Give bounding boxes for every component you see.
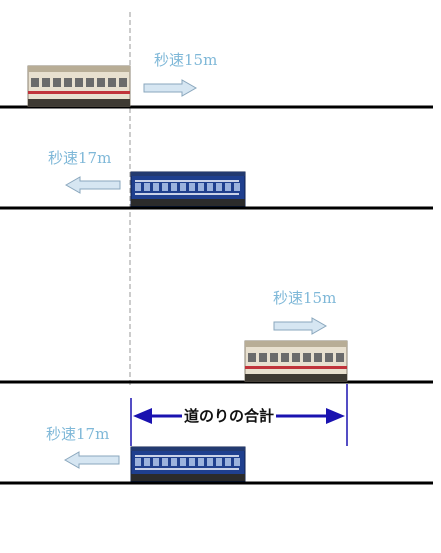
right-arrow-icon — [143, 79, 198, 97]
speed-label: 秒速17m — [48, 149, 112, 167]
right-arrow-icon — [273, 317, 328, 335]
distance-arrowhead-right-icon — [326, 408, 345, 424]
speed-label: 秒速15m — [273, 289, 337, 307]
train-cream-top — [27, 65, 131, 107]
distance-label: 道のりの合計 — [182, 407, 277, 425]
left-arrow-icon — [64, 176, 121, 194]
train-cream-bottom — [244, 340, 348, 382]
train-blue-bottom — [130, 446, 246, 482]
train-blue-top — [130, 171, 246, 207]
left-arrow-icon — [63, 451, 120, 469]
distance-arrowhead-left-icon — [133, 408, 152, 424]
speed-label: 秒速17m — [46, 425, 110, 443]
speed-label: 秒速15m — [154, 51, 218, 69]
